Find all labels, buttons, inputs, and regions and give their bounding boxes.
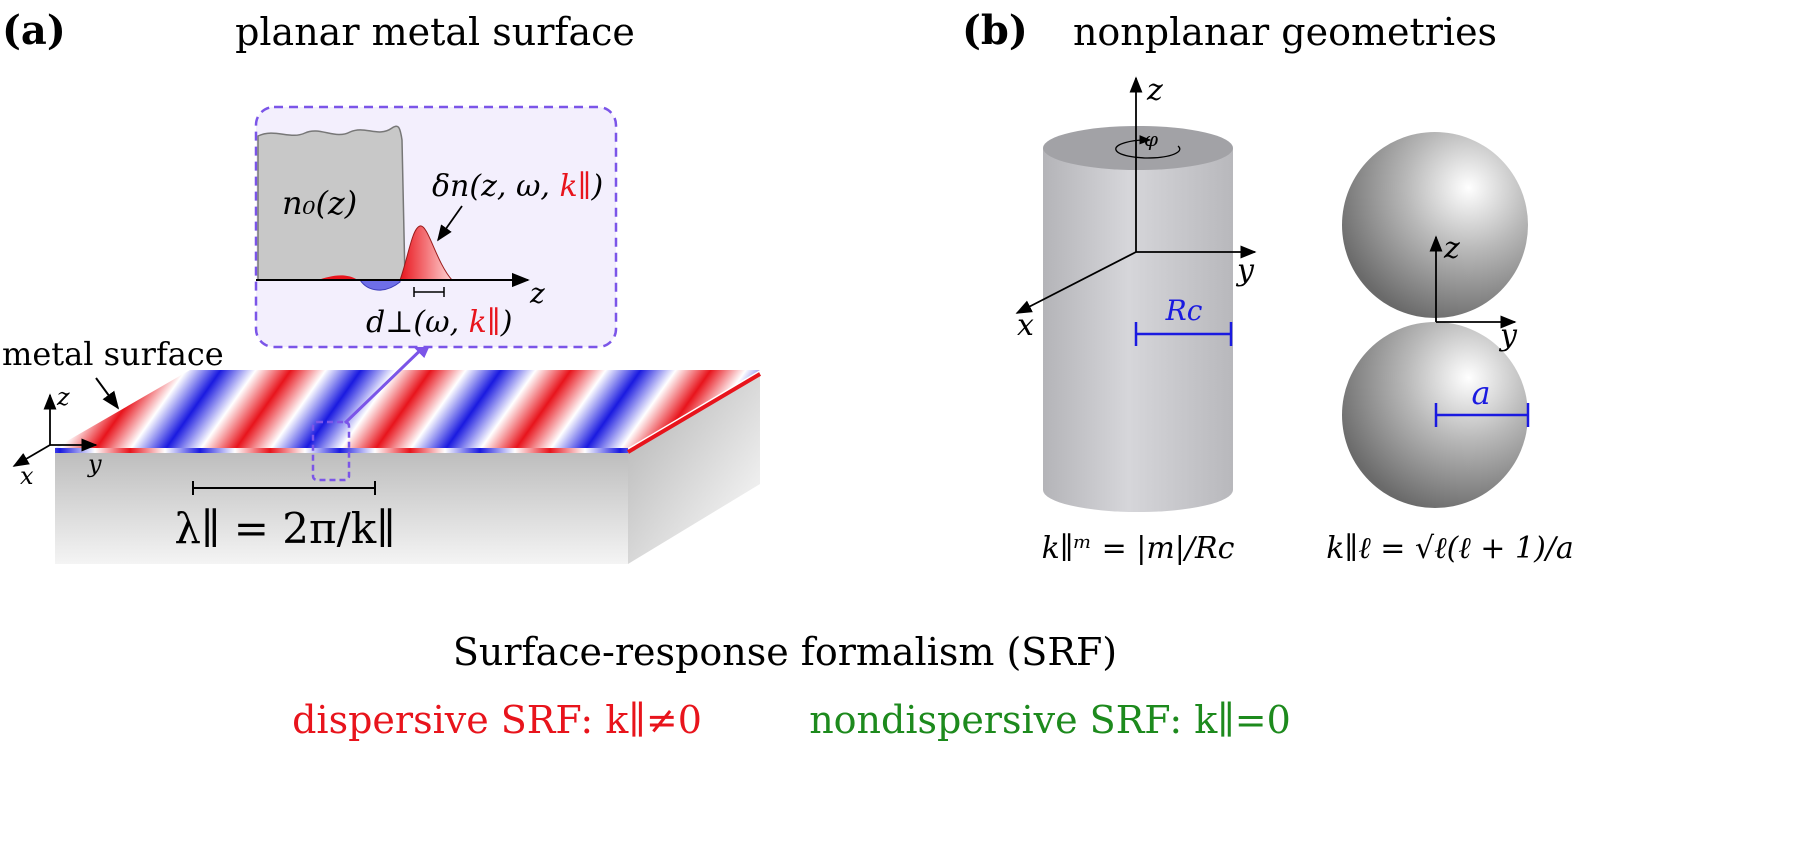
metal-surface-label: metal surface xyxy=(2,335,224,373)
wavelength-label: λ∥ = 2π/k∥ xyxy=(174,504,395,553)
cylinder-radius-bar xyxy=(1134,322,1233,346)
cylinder-formula: k∥ᵐ = |m|/Rc xyxy=(1042,531,1235,566)
cyl-axis-z: z xyxy=(1146,73,1163,108)
density-profile xyxy=(257,125,406,281)
footer-nondispersive: nondispersive SRF: k∥=0 xyxy=(809,698,1291,742)
panel-b-letter: (b) xyxy=(962,7,1028,54)
dn-pointer xyxy=(437,205,463,242)
sphere-radius-bar xyxy=(1434,403,1530,427)
dperp-label: d⊥(ω, k∥) xyxy=(366,305,512,340)
sphere-axis-z: z xyxy=(1443,231,1460,266)
dperp-bracket xyxy=(413,287,445,297)
slab-side-face xyxy=(628,372,760,564)
phi-label: φ xyxy=(1144,127,1158,151)
footer-title: Surface-response formalism (SRF) xyxy=(453,630,1117,674)
n0-label: n₀(z) xyxy=(282,184,357,222)
sphere-radius-label: a xyxy=(1471,374,1490,412)
axis-a-y: y xyxy=(87,450,102,478)
induced-density-negative xyxy=(359,279,401,291)
cyl-axis-x: x xyxy=(1017,308,1034,343)
sphere-axes xyxy=(1429,235,1517,329)
zoom-arrow xyxy=(343,337,434,425)
cyl-axis-y: y xyxy=(1235,253,1255,288)
zoom-box-small xyxy=(311,420,351,482)
cylinder-radius-label: Rc xyxy=(1165,294,1203,327)
dperp-suffix: ) xyxy=(500,305,513,340)
axis-a-x: x xyxy=(20,462,34,490)
dn-label-suffix: ) xyxy=(591,169,604,204)
surface-front-edge xyxy=(55,448,628,453)
slab-front-face xyxy=(55,452,628,564)
dn-label-prefix: δn(z, ω, xyxy=(432,169,560,204)
panel-a-title: planar metal surface xyxy=(235,10,635,54)
cylinder-axes xyxy=(1015,76,1257,314)
footer-dispersive: dispersive SRF: k∥≠0 xyxy=(292,698,702,742)
sphere-top xyxy=(1342,132,1528,318)
phi-rotation xyxy=(1115,135,1181,159)
axis-a-z: z xyxy=(56,383,70,411)
sphere-axis-y: y xyxy=(1498,318,1518,353)
metal-surface-top xyxy=(55,370,760,448)
wavelength-bar xyxy=(192,481,376,495)
panel-b-title: nonplanar geometries xyxy=(1073,10,1497,54)
dn-label: δn(z, ω, k∥) xyxy=(432,169,603,204)
metal-surface-pointer xyxy=(95,377,120,410)
inset-z-label: z xyxy=(529,277,545,310)
cylinder-body xyxy=(1043,148,1233,512)
induced-density-small-lobe xyxy=(318,275,358,280)
cylinder-top xyxy=(1043,126,1233,170)
surface-side-edge xyxy=(626,372,762,454)
dperp-k: k∥ xyxy=(469,305,501,340)
sphere-formula: k∥ℓ = √ℓ(ℓ + 1)/a xyxy=(1326,531,1574,566)
panel-a-letter: (a) xyxy=(2,7,66,54)
axis-triad-a xyxy=(12,393,98,467)
induced-density-peak xyxy=(399,225,454,281)
dn-label-k: k∥ xyxy=(560,169,592,204)
dperp-prefix: d⊥(ω, xyxy=(366,305,469,340)
